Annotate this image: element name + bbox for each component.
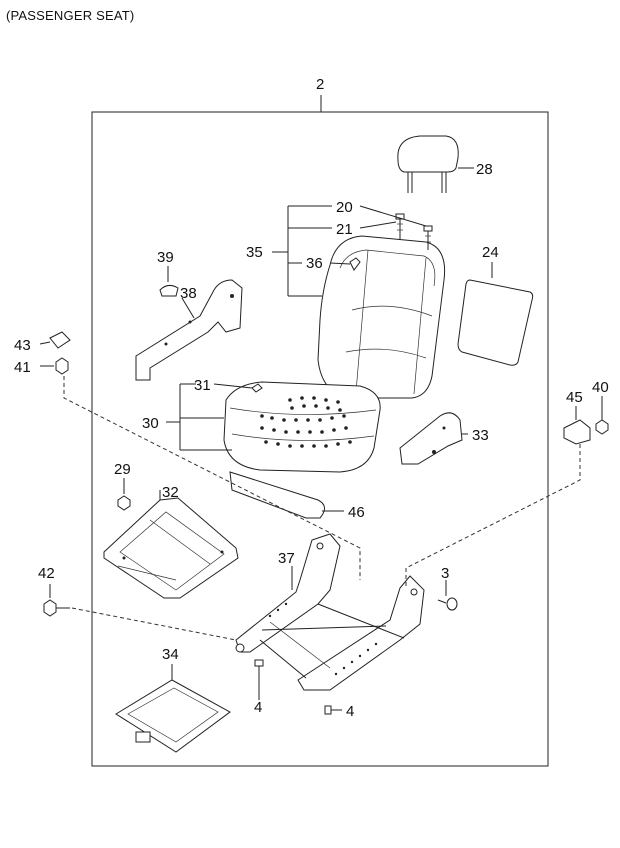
- callout-37: 37: [278, 550, 295, 567]
- ref-line-left: [63, 376, 361, 580]
- callout-42: 42: [38, 565, 55, 582]
- callout-40: 40: [592, 379, 609, 396]
- callout-35: 35: [246, 244, 263, 261]
- callout-21: 21: [336, 221, 353, 238]
- side-cover-part: [135, 279, 243, 381]
- nut-41-part: [55, 357, 69, 375]
- bolt-20-part: [395, 213, 405, 240]
- front-trim-part: [229, 471, 325, 519]
- seat-track-frame-part: [235, 533, 425, 691]
- callout-46: 46: [348, 504, 365, 521]
- callout-32: 32: [162, 484, 179, 501]
- bolt-21-part: [423, 225, 433, 250]
- callout-45: 45: [566, 389, 583, 406]
- screw-40-part: [595, 419, 609, 435]
- clip-36-part: [349, 257, 361, 271]
- callout-41: 41: [14, 359, 31, 376]
- callout-43: 43: [14, 337, 31, 354]
- callout-39: 39: [157, 249, 174, 266]
- callout-2: 2: [316, 76, 324, 93]
- bolt-4b-part: [324, 705, 342, 715]
- seatback-part: [317, 235, 446, 399]
- cap-39-part: [159, 284, 179, 297]
- callout-20: 20: [336, 199, 353, 216]
- callout-31: 31: [194, 377, 211, 394]
- diagram-title: (PASSENGER SEAT): [6, 8, 135, 23]
- ref-line-right: [405, 444, 581, 586]
- recliner-cover-part: [399, 412, 463, 465]
- callout-38: 38: [180, 285, 197, 302]
- bolt-42-part: [43, 599, 70, 617]
- callout-30: 30: [142, 415, 159, 432]
- headrest-part: [397, 135, 459, 193]
- callout-24: 24: [482, 244, 499, 261]
- seat-pan-part: [103, 497, 239, 599]
- bolt-3-part: [437, 597, 458, 611]
- ref-line-42: [71, 607, 237, 641]
- callout-34: 34: [162, 646, 179, 663]
- cover-45-part: [563, 419, 591, 445]
- callout-28: 28: [476, 161, 493, 178]
- callout-4-right: 4: [346, 703, 354, 720]
- cushion-part: [223, 381, 381, 473]
- callout-33: 33: [472, 427, 489, 444]
- clip-43-part: [49, 331, 71, 349]
- callout-29: 29: [114, 461, 131, 478]
- back-board-part: [457, 279, 534, 366]
- assembly-frame: [91, 111, 549, 767]
- callout-36: 36: [306, 255, 323, 272]
- nut-29-part: [117, 495, 131, 511]
- bolt-4a-part: [254, 659, 264, 682]
- callout-3: 3: [441, 565, 449, 582]
- under-tray-part: [115, 679, 231, 753]
- callout-4-left: 4: [254, 699, 262, 716]
